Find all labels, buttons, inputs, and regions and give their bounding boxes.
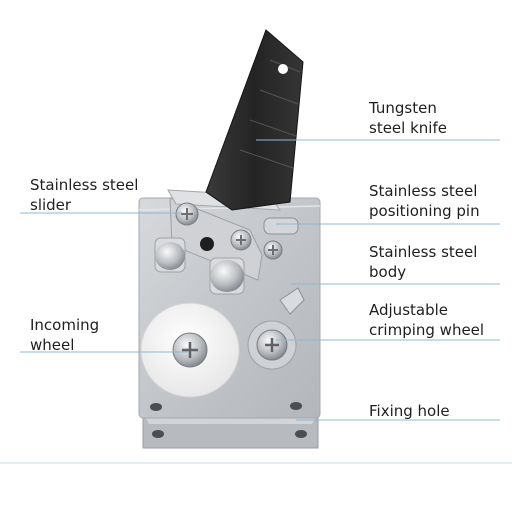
- label-positioning-pin: Stainless steel positioning pin: [369, 181, 480, 221]
- label-slider-line-2: slider: [30, 196, 72, 214]
- slider-screw: [175, 202, 199, 226]
- label-positioning-pin-line-2: positioning pin: [369, 202, 480, 220]
- incoming-wheel: [140, 302, 240, 398]
- label-slider-line-1: Stainless steel: [30, 176, 139, 194]
- slider-cylinder-left: [154, 237, 186, 273]
- body-screw-mid: [230, 229, 252, 251]
- label-incoming-wheel: Incoming wheel: [30, 315, 99, 355]
- label-fixing-hole-line-1: Fixing hole: [369, 402, 450, 420]
- label-body-line-1: Stainless steel: [369, 243, 478, 261]
- label-crimping-wheel-line-2: crimping wheel: [369, 321, 485, 339]
- crimping-wheel: [247, 287, 305, 370]
- fixing-hole-bottom-right: [295, 430, 307, 438]
- slider-cylinder-right: [209, 257, 245, 295]
- tungsten-blade: [205, 29, 304, 211]
- label-crimping-wheel-line-1: Adjustable: [369, 301, 448, 319]
- label-tungsten-knife: Tungsten steel knife: [369, 98, 447, 138]
- label-incoming-wheel-line-2: wheel: [30, 336, 75, 354]
- label-body: Stainless steel body: [369, 242, 477, 282]
- fixing-hole-bottom-left: [152, 430, 164, 438]
- label-fixing-hole: Fixing hole: [369, 401, 450, 421]
- label-positioning-pin-line-1: Stainless steel: [369, 182, 478, 200]
- fixing-hole-top-left: [150, 403, 162, 411]
- label-tungsten-knife-line-2: steel knife: [369, 119, 447, 137]
- base-plate: [142, 413, 319, 449]
- label-body-line-2: body: [369, 263, 407, 281]
- black-pin: [200, 237, 214, 251]
- label-tungsten-knife-line-1: Tungsten: [369, 99, 437, 117]
- positioning-pin: [263, 217, 299, 260]
- fixing-hole-top-right: [290, 402, 302, 410]
- label-incoming-wheel-line-1: Incoming: [30, 316, 100, 334]
- label-slider: Stainless steel slider: [30, 175, 138, 215]
- label-crimping-wheel: Adjustable crimping wheel: [369, 300, 484, 340]
- leader-lines: [20, 139, 500, 421]
